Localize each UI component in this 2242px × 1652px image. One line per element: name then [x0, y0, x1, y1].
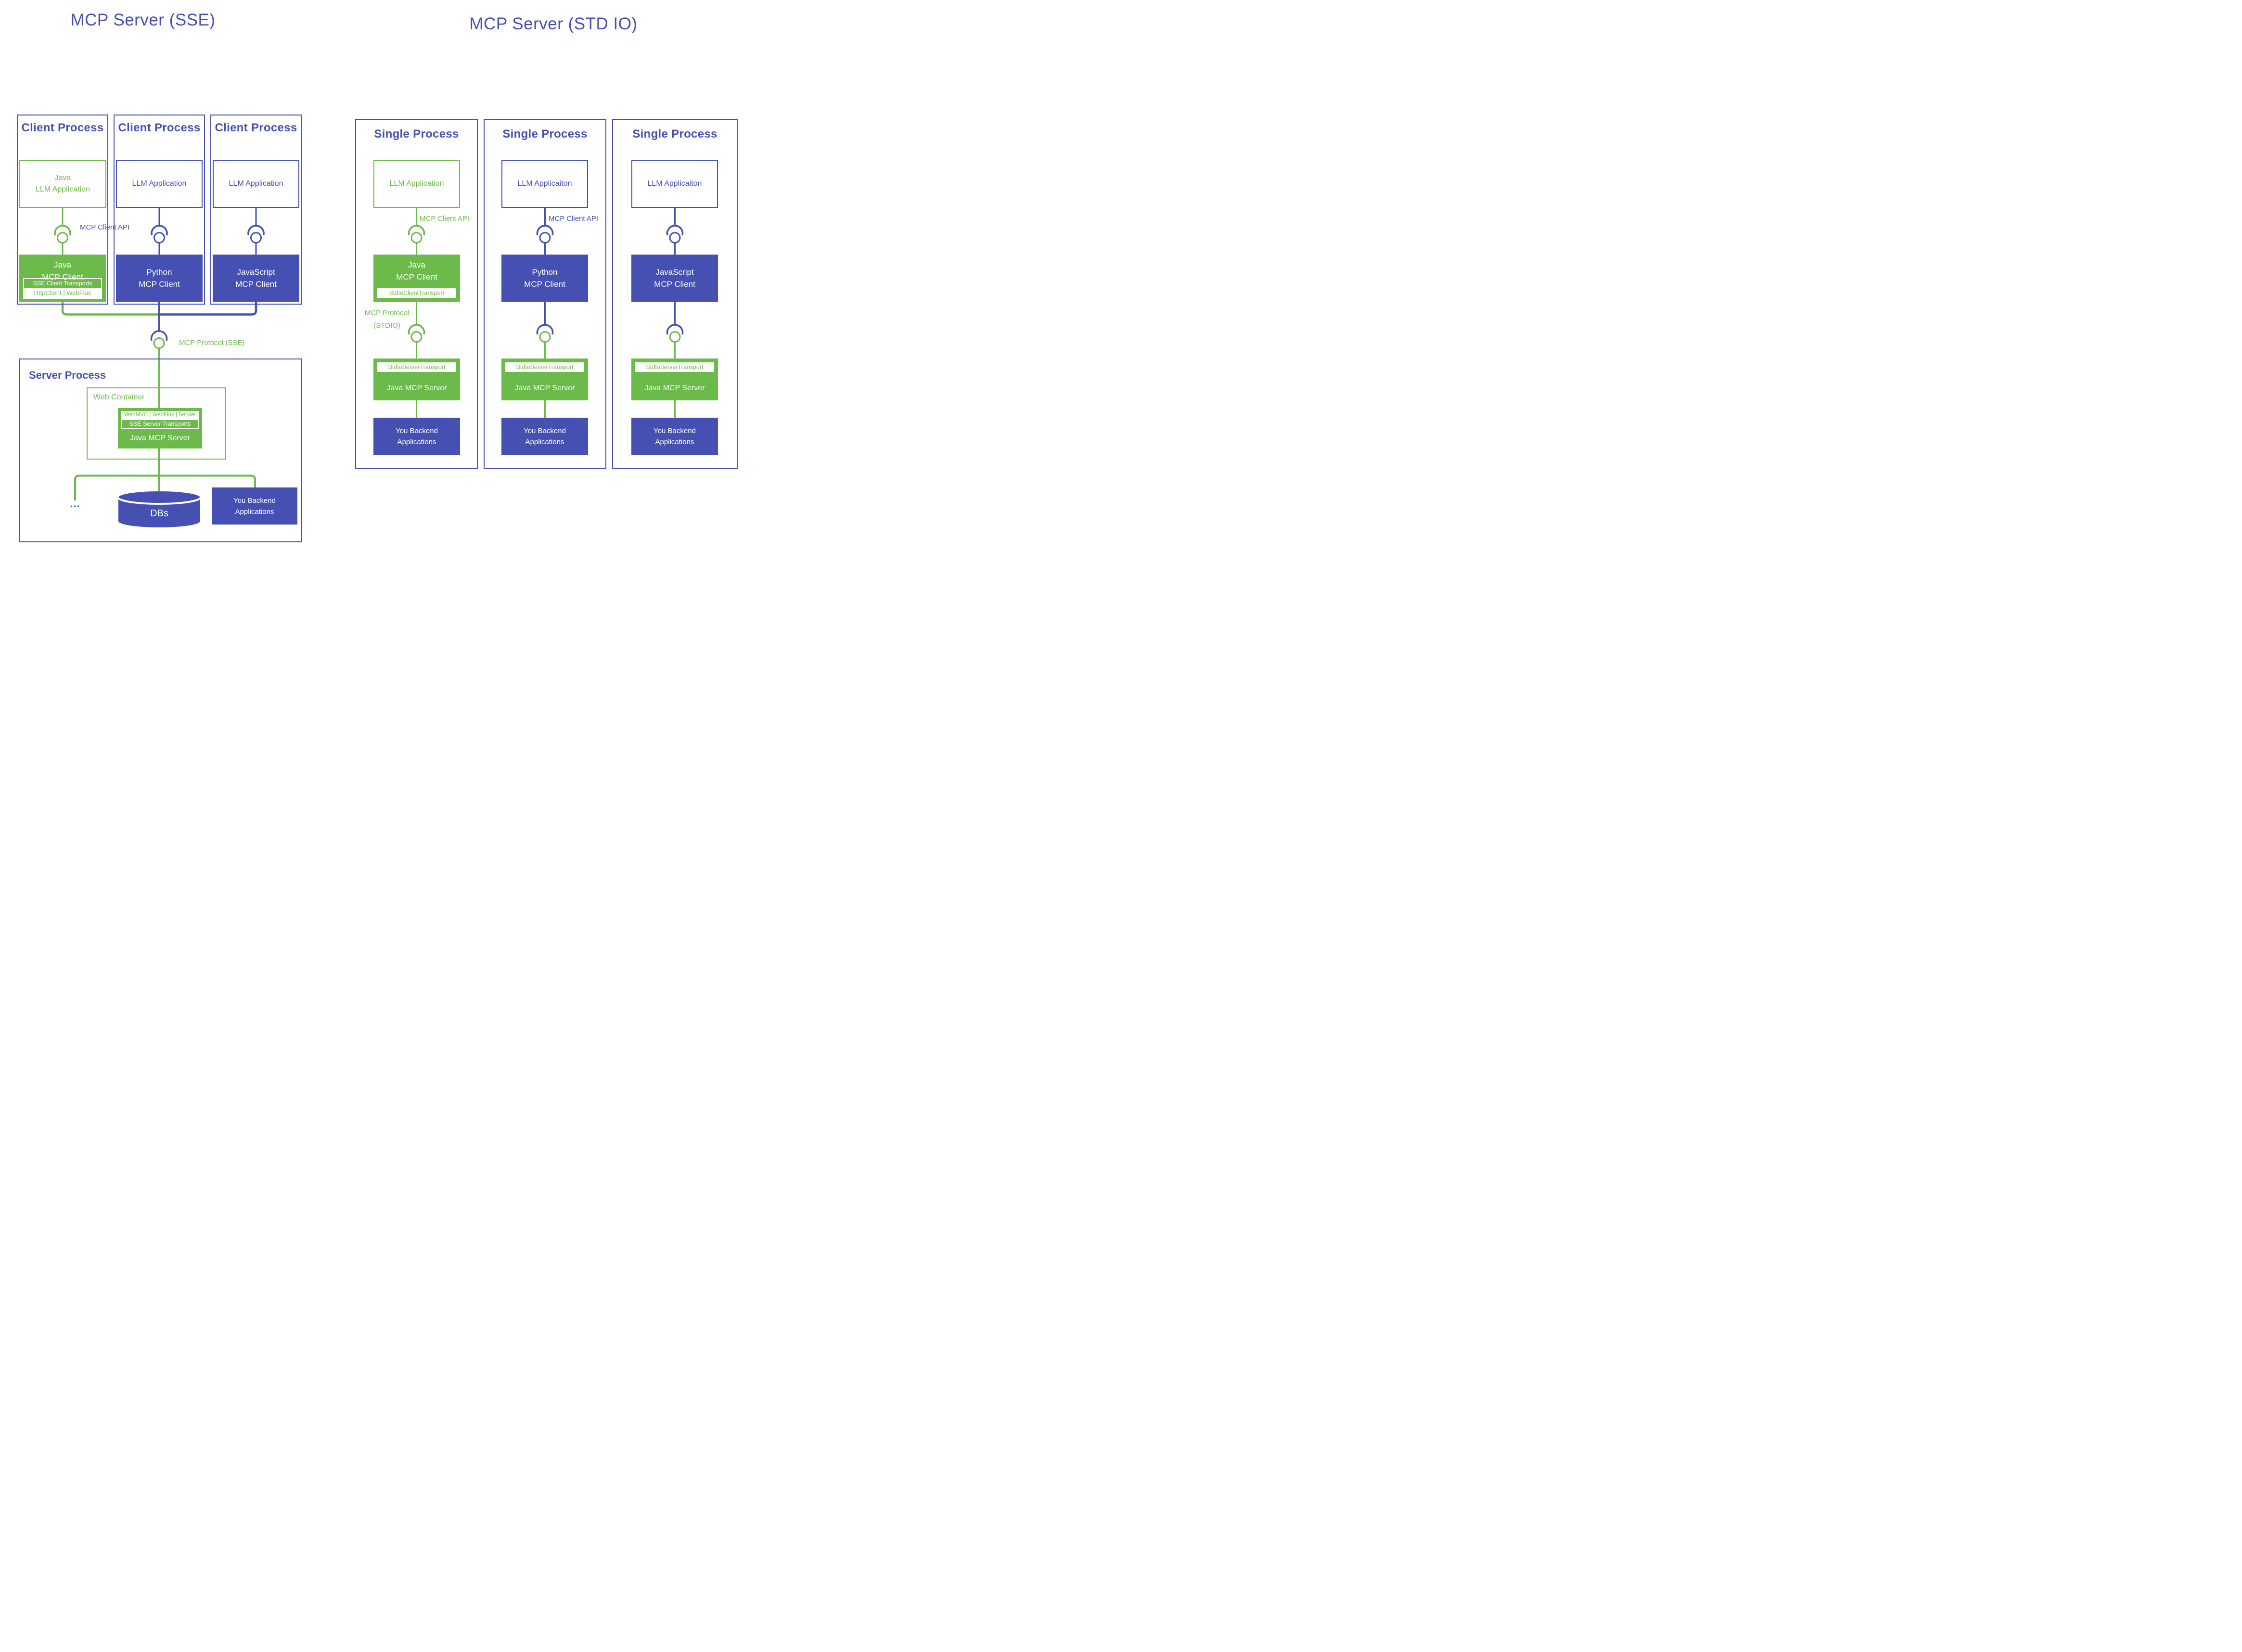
sp1-client-line2: MCP Client — [396, 272, 437, 282]
sse-c2-client-line1: Python — [146, 268, 172, 277]
sp1-backend-line2: Applications — [397, 437, 436, 446]
sse-client-process-2-title: Client Process — [118, 121, 201, 134]
stdio-sp3-title: Single Process — [632, 128, 717, 141]
sse-c2-llm-application-box: LLM Application — [116, 160, 203, 208]
sse-java-mcp-server-label: Java MCP Server — [129, 434, 191, 442]
sp1-stdio-server-transport-band: StdIoServerTransport — [377, 362, 456, 372]
sse-server-process: Server Process — [19, 359, 302, 542]
sp3-app-label: LLM Applicaiton — [647, 179, 702, 188]
sp2-backend-line1: You Backend — [524, 426, 566, 435]
sp1-client-line1: Java — [408, 260, 425, 269]
sse-client-transports-band: SSE Client Transports — [33, 280, 92, 287]
stdio-single-process-2: Single Process — [484, 119, 606, 469]
sse-client-process-3-title: Client Process — [215, 121, 297, 134]
sse-client-process-1: Client Process — [17, 115, 108, 305]
sp2-java-mcp-server-box: StdIoServerTransport Java MCP Server — [501, 359, 588, 400]
sp3-backend-applications-box: You Backend Applications — [631, 418, 718, 455]
stdio-section-title: MCP Server (STD IO) — [469, 14, 638, 33]
sse-client-process-1-title: Client Process — [21, 121, 104, 134]
sse-server-band-options: WebMVC | WebFlux | Servlet — [121, 411, 199, 419]
stdio-sp2-title: Single Process — [502, 128, 588, 141]
sse-c3-javascript-mcp-client-box: JavaScript MCP Client — [213, 255, 299, 302]
sp3-llm-application-box: LLM Applicaiton — [631, 160, 718, 208]
sp1-java-mcp-client-box: Java MCP Client StdIoClientTransport — [373, 255, 460, 302]
sp1-java-mcp-server-label: Java MCP Server — [386, 384, 447, 392]
sp1-mcp-client-api-label: MCP Client API — [420, 215, 470, 223]
sse-c3-llm-application-box: LLM Application — [213, 160, 299, 208]
sse-dbs-label: DBs — [150, 508, 168, 519]
sp2-app-label: LLM Applicaiton — [517, 179, 572, 188]
sse-client-transport-options-band: HttpClient | WebFlux — [24, 288, 101, 298]
sp2-backend-applications-box: You Backend Applications — [501, 418, 588, 455]
sp2-stdio-server-transport-band: StdIoServerTransport — [505, 362, 584, 372]
stdio-single-process-3: Single Process — [612, 119, 738, 469]
socket-arc-icon — [150, 330, 168, 341]
database-cylinder-icon — [117, 491, 201, 527]
sse-c3-client-line2: MCP Client — [235, 280, 277, 289]
sp3-backend-line2: Applications — [655, 437, 694, 446]
sp1-app-label: LLM Application — [389, 179, 444, 188]
stdio-sp1-title: Single Process — [374, 128, 459, 141]
sse-c1-app-line2: LLM Application — [36, 185, 90, 193]
sp1-backend-line1: You Backend — [396, 426, 438, 435]
sp1-mcp-protocol-label-line1: MCP Protocol — [364, 309, 410, 317]
sp3-javascript-mcp-client-box: JavaScript MCP Client — [631, 255, 718, 302]
sp3-client-line1: JavaScript — [655, 268, 694, 277]
sse-c3-app-line1: LLM Application — [229, 179, 283, 188]
db-body — [118, 498, 200, 527]
sse-ellipsis-label: ... — [70, 498, 80, 510]
sp2-client-line1: Python — [532, 268, 558, 277]
socket-circle-icon — [153, 337, 165, 349]
sse-section-title: MCP Server (SSE) — [70, 11, 216, 29]
diagram-canvas: MCP Server (SSE) MCP Server (STD IO) — [0, 0, 747, 551]
sp2-llm-application-box: LLM Applicaiton — [501, 160, 588, 208]
sse-backend-applications-box: You Backend Applications — [212, 487, 297, 525]
sse-web-container: Web Container — [87, 387, 226, 460]
sp1-stdio-client-transport-band: StdIoClientTransport — [377, 288, 456, 298]
sp3-client-line2: MCP Client — [654, 280, 695, 289]
sse-c1-java-mcp-client-box: Java MCP Client SSE Client Transports Ht… — [19, 255, 106, 302]
sp3-java-mcp-server-box: StdIoServerTransport Java MCP Server — [631, 359, 718, 400]
sse-c1-llm-application-box: Java LLM Application — [19, 160, 106, 208]
sp2-backend-line2: Applications — [525, 437, 564, 446]
sp1-backend-applications-box: You Backend Applications — [373, 418, 460, 455]
sse-c1-mcp-client-api-label: MCP Client API — [80, 223, 130, 231]
sp2-mcp-client-api-label: MCP Client API — [549, 215, 599, 223]
sse-backend-line2: Applications — [235, 507, 274, 516]
sse-c1-client-line1: Java — [54, 260, 71, 269]
sp3-backend-line1: You Backend — [653, 426, 696, 435]
sp2-python-mcp-client-box: Python MCP Client — [501, 255, 588, 302]
sse-server-process-title: Server Process — [29, 369, 106, 381]
sse-java-mcp-server-box: WebMVC | WebFlux | Servlet SSE Server Tr… — [118, 408, 202, 448]
sp2-java-mcp-server-label: Java MCP Server — [514, 384, 575, 392]
sse-c2-app-line1: LLM Application — [132, 179, 187, 188]
sp1-llm-application-box: LLM Application — [373, 160, 460, 208]
sp2-client-line2: MCP Client — [524, 280, 565, 289]
sse-dbs-cylinder: DBs — [117, 491, 201, 528]
sse-client-process-3: Client Process — [210, 115, 302, 305]
sse-c1-client-line2: MCP Client — [42, 272, 83, 282]
sse-server-transports-band: SSE Server Transports — [121, 419, 199, 429]
sp1-java-mcp-server-box: StdIoServerTransport Java MCP Server — [373, 359, 460, 400]
sse-mcp-protocol-label: MCP Protocol (SSE) — [179, 339, 245, 347]
sp3-java-mcp-server-label: Java MCP Server — [644, 384, 705, 392]
sp1-mcp-protocol-label-line2: (STDIO) — [373, 321, 400, 330]
db-top — [118, 491, 200, 504]
sse-client-process-2: Client Process — [114, 115, 205, 305]
sse-c2-python-mcp-client-box: Python MCP Client — [116, 255, 203, 302]
db-top-rim — [117, 497, 201, 505]
sp3-stdio-server-transport-band: StdIoServerTransport — [635, 362, 714, 372]
sse-c2-client-line2: MCP Client — [139, 280, 180, 289]
sse-web-container-title: Web Container — [93, 393, 145, 401]
sse-c1-transport-bands: SSE Client Transports HttpClient | WebFl… — [23, 278, 102, 299]
sse-c1-app-line1: Java — [54, 174, 71, 182]
sse-c3-client-line1: JavaScript — [237, 268, 275, 277]
sse-backend-line1: You Backend — [233, 496, 276, 505]
stdio-single-process-1: Single Process — [355, 119, 478, 469]
